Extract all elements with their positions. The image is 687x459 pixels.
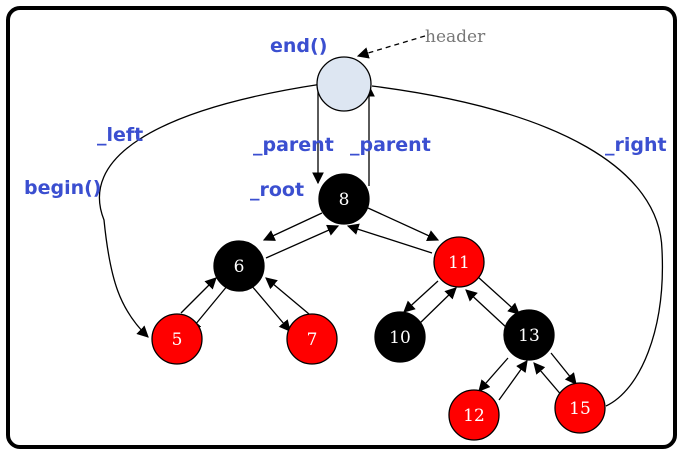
node-15-value: 15: [569, 399, 591, 419]
tree-nodes: 8 6 11 5 7 10 13 12 15: [151, 173, 606, 441]
node-6-value: 6: [234, 257, 245, 277]
right-link-curve: [371, 85, 664, 407]
header-label: header: [425, 27, 486, 47]
node-11: [433, 236, 485, 288]
edge-11-13: [477, 276, 520, 315]
node-15: [554, 382, 606, 434]
right-label: _right: [605, 134, 667, 156]
parent-up-label: _parent: [350, 134, 431, 156]
node-5-value: 5: [172, 330, 183, 350]
root-label: _root: [250, 179, 304, 201]
edge-11-8: [346, 223, 433, 254]
edge-11-10: [403, 280, 439, 313]
edge-13-12: [478, 357, 509, 392]
edge-6-8: [265, 224, 340, 259]
edge-13-11: [465, 289, 508, 329]
node-13-value: 13: [518, 326, 540, 346]
node-6: [213, 240, 265, 292]
node-8-value: 8: [339, 190, 350, 210]
node-12-value: 12: [463, 406, 485, 426]
edge-12-13: [498, 360, 528, 401]
header-arrow: [356, 35, 426, 59]
node-10: [374, 311, 426, 363]
edge-13-15: [550, 352, 577, 385]
node-8: [318, 173, 370, 225]
header-node: [316, 56, 372, 112]
edge-15-13: [533, 362, 564, 398]
node-5: [151, 313, 203, 365]
edge-7-6: [265, 277, 310, 315]
left-link-curve: [98, 83, 323, 338]
node-13: [503, 309, 555, 361]
edge-5-6: [180, 277, 217, 314]
parent-down-label: _parent: [253, 134, 334, 156]
edge-6-7: [250, 284, 291, 332]
node-12: [448, 389, 500, 441]
node-7-value: 7: [307, 330, 318, 350]
edge-8-11: [367, 207, 440, 241]
node-7: [286, 313, 338, 365]
begin-label: begin(): [24, 177, 102, 199]
node-11-value: 11: [448, 253, 470, 273]
edge-8-6: [262, 212, 323, 241]
end-label: end(): [270, 35, 327, 57]
edge-10-11: [417, 287, 457, 326]
left-label: _left: [97, 124, 143, 146]
node-10-value: 10: [389, 328, 411, 348]
